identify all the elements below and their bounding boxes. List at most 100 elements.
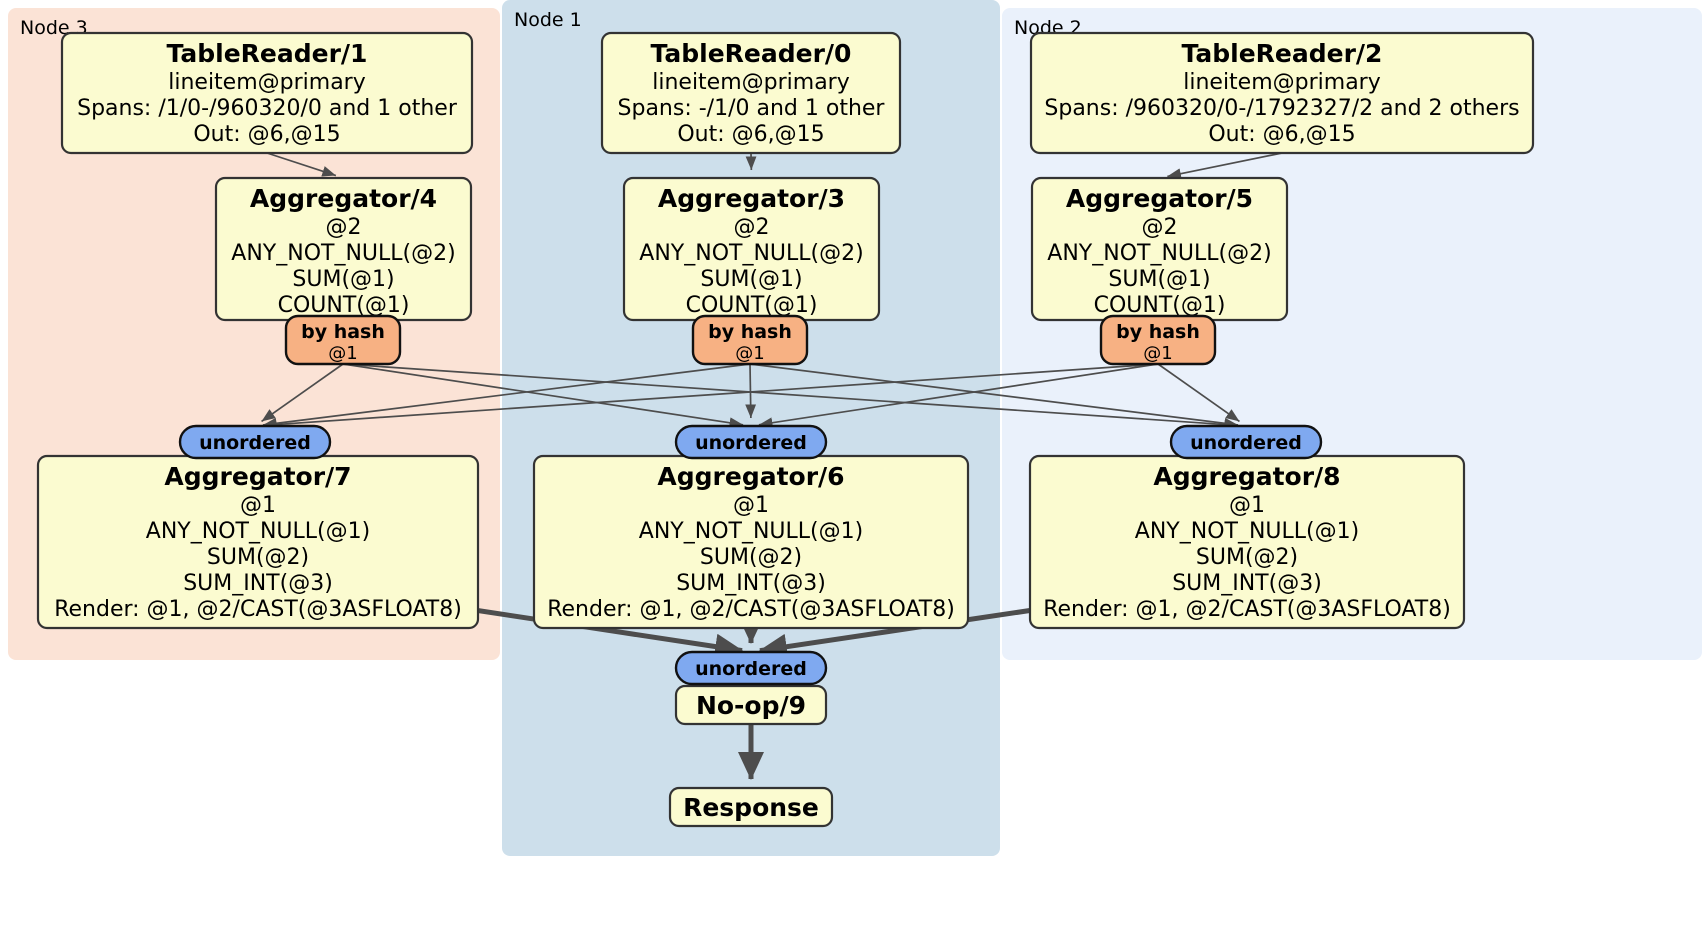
router-label: by hash: [1116, 321, 1200, 343]
router-sublabel: @1: [735, 343, 764, 364]
processor-line: SUM(@2): [1196, 545, 1298, 570]
router-pill[interactable]: [674, 424, 828, 460]
router-unordered8[interactable]: unordered: [1169, 424, 1323, 460]
edge-tablereader1-to-aggregator4: [266, 152, 337, 177]
router-unordered6[interactable]: unordered: [674, 424, 828, 460]
processor-title: Aggregator/4: [250, 184, 437, 213]
edge-byhash5-to-unordered6: [758, 363, 1159, 429]
processor-line: Render: @1, @2/CAST(@3ASFLOAT8): [547, 597, 955, 622]
processor-line: SUM_INT(@3): [676, 571, 826, 596]
router-pill[interactable]: [1169, 424, 1323, 460]
processor-line: COUNT(@1): [686, 293, 818, 318]
processor-title: Aggregator/6: [657, 462, 844, 491]
processor-line: Out: @6,@15: [1208, 122, 1355, 147]
processor-line: SUM_INT(@3): [1172, 571, 1322, 596]
processor-title: Aggregator/5: [1066, 184, 1253, 213]
panel-label: Node 1: [514, 9, 582, 31]
processor-line: ANY_NOT_NULL(@1): [639, 519, 863, 544]
edge-byhash4-to-unordered7: [261, 363, 344, 423]
processor-line: @1: [240, 493, 276, 518]
router-label: by hash: [301, 321, 385, 343]
processor-aggregator7[interactable]: Aggregator/7@1ANY_NOT_NULL(@1)SUM(@2)SUM…: [36, 454, 480, 630]
processor-title: TableReader/0: [651, 39, 852, 68]
edge-byhash5-to-unordered8: [1157, 363, 1240, 423]
processor-aggregator6[interactable]: Aggregator/6@1ANY_NOT_NULL(@1)SUM(@2)SUM…: [532, 454, 970, 630]
processor-line: @2: [734, 215, 770, 240]
processor-box[interactable]: [1029, 31, 1535, 155]
router-label: unordered: [199, 432, 311, 454]
edge-byhash3-to-unordered6: [745, 363, 757, 419]
processor-line: @1: [733, 493, 769, 518]
processor-title: Aggregator/8: [1153, 462, 1340, 491]
processor-title: Aggregator/7: [164, 462, 351, 491]
processor-title: Aggregator/3: [658, 184, 845, 213]
router-byhash3[interactable]: by hash@1: [691, 314, 809, 366]
router-unordered7[interactable]: unordered: [178, 424, 332, 460]
edge-byhash5-to-unordered7: [262, 363, 1159, 430]
router-pill[interactable]: [691, 314, 809, 366]
router-label: unordered: [695, 432, 807, 454]
processor-line: SUM(@1): [292, 267, 394, 292]
processor-aggregator5[interactable]: Aggregator/5@2ANY_NOT_NULL(@2)SUM(@1)COU…: [1030, 176, 1289, 322]
processor-aggregator4[interactable]: Aggregator/4@2ANY_NOT_NULL(@2)SUM(@1)COU…: [214, 176, 473, 322]
edge-byhash4-to-unordered6: [342, 363, 744, 429]
processor-box[interactable]: [600, 31, 902, 155]
edge-tablereader2-to-aggregator5: [1167, 152, 1283, 180]
router-pill[interactable]: [284, 314, 402, 366]
processor-line: ANY_NOT_NULL(@1): [1135, 519, 1359, 544]
processor-line: SUM(@2): [700, 545, 802, 570]
router-byhash5[interactable]: by hash@1: [1099, 314, 1217, 366]
processor-line: @1: [1229, 493, 1265, 518]
processor-line: @2: [326, 215, 362, 240]
router-pill[interactable]: [674, 650, 828, 686]
router-label: by hash: [708, 321, 792, 343]
processor-title: Response: [683, 793, 819, 822]
processor-line: @2: [1142, 215, 1178, 240]
processor-line: ANY_NOT_NULL(@2): [231, 241, 455, 266]
router-pill[interactable]: [178, 424, 332, 460]
processor-box[interactable]: [668, 786, 834, 828]
processor-line: Out: @6,@15: [677, 122, 824, 147]
processor-line: Out: @6,@15: [193, 122, 340, 147]
edge-byhash3-to-unordered8: [749, 363, 1239, 429]
processor-line: ANY_NOT_NULL(@1): [146, 519, 370, 544]
router-unordered9[interactable]: unordered: [674, 650, 828, 686]
processor-line: SUM(@1): [700, 267, 802, 292]
processor-title: No-op/9: [696, 691, 806, 720]
processor-line: COUNT(@1): [1094, 293, 1226, 318]
processor-line: Spans: /1/0-/960320/0 and 1 other: [77, 96, 458, 121]
router-label: unordered: [1190, 432, 1302, 454]
processor-box[interactable]: [60, 31, 474, 155]
processor-title: TableReader/2: [1182, 39, 1383, 68]
processor-line: Render: @1, @2/CAST(@3ASFLOAT8): [1043, 597, 1451, 622]
router-label: unordered: [695, 658, 807, 680]
processor-line: Render: @1, @2/CAST(@3ASFLOAT8): [54, 597, 462, 622]
processor-line: lineitem@primary: [168, 70, 366, 95]
processor-aggregator8[interactable]: Aggregator/8@1ANY_NOT_NULL(@1)SUM(@2)SUM…: [1028, 454, 1466, 630]
router-sublabel: @1: [1143, 343, 1172, 364]
processor-box[interactable]: [674, 684, 828, 726]
processor-response[interactable]: Response: [668, 786, 834, 828]
edge-byhash3-to-unordered7: [262, 363, 751, 429]
processor-aggregator3[interactable]: Aggregator/3@2ANY_NOT_NULL(@2)SUM(@1)COU…: [622, 176, 881, 322]
processor-noop9[interactable]: No-op/9: [674, 684, 828, 726]
processor-line: lineitem@primary: [652, 70, 850, 95]
processor-line: ANY_NOT_NULL(@2): [1047, 241, 1271, 266]
edge-byhash4-to-unordered8: [342, 363, 1239, 430]
router-sublabel: @1: [328, 343, 357, 364]
router-byhash4[interactable]: by hash@1: [284, 314, 402, 366]
processor-line: SUM(@2): [207, 545, 309, 570]
router-pill[interactable]: [1099, 314, 1217, 366]
processor-line: SUM_INT(@3): [183, 571, 333, 596]
processor-line: SUM(@1): [1108, 267, 1210, 292]
processor-line: Spans: /960320/0-/1792327/2 and 2 others: [1044, 96, 1519, 121]
processor-line: lineitem@primary: [1183, 70, 1381, 95]
processor-line: COUNT(@1): [278, 293, 410, 318]
processor-line: ANY_NOT_NULL(@2): [639, 241, 863, 266]
processor-line: Spans: -/1/0 and 1 other: [618, 96, 886, 121]
